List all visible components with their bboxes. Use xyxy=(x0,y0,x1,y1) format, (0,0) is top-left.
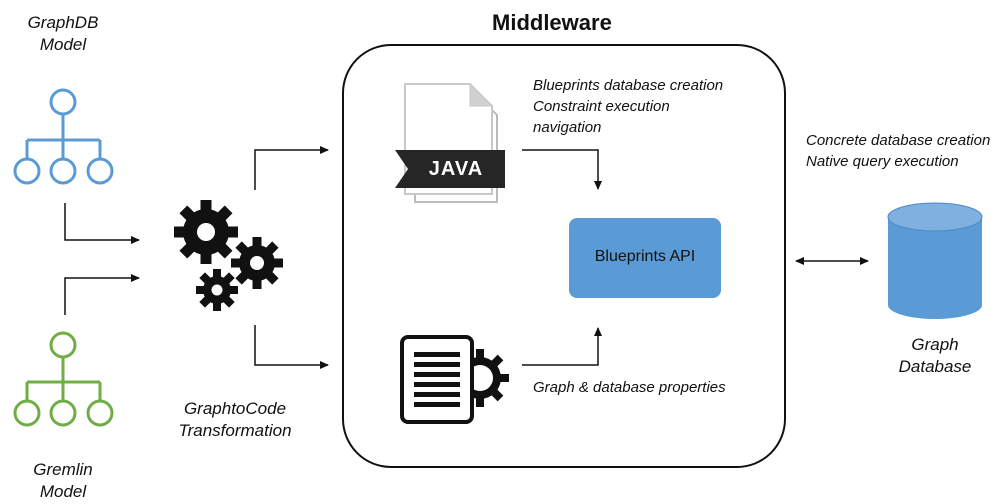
database-notes: Concrete database creation Native query … xyxy=(806,130,990,172)
middleware-box xyxy=(342,44,786,468)
transform-to-properties-arrow xyxy=(254,325,329,369)
blueprints-note-line1: Blueprints database creation xyxy=(533,77,724,94)
transform-to-java-arrow xyxy=(254,146,329,190)
database-cylinder-icon xyxy=(887,202,983,319)
gremlin-model-line2: Model xyxy=(39,482,87,501)
graphdb-model-line1: GraphDB xyxy=(27,13,99,32)
database-note-line2: Native query execution xyxy=(806,153,959,170)
graph-database-line1: Graph xyxy=(911,335,959,354)
blueprints-note-line2: Constraint execution xyxy=(533,98,670,115)
blueprints-api-box xyxy=(569,218,721,298)
java-file-icon xyxy=(395,82,505,203)
properties-note: Graph & database properties xyxy=(533,379,726,396)
graphdb-model-line2: Model xyxy=(39,35,87,54)
gremlin-tree-icon xyxy=(13,331,114,427)
properties-to-api-arrow xyxy=(522,327,602,366)
gears-icon xyxy=(174,200,283,311)
document-gear-icon xyxy=(400,335,509,424)
database-note-line1: Concrete database creation xyxy=(806,132,991,149)
transformation-line2: Transformation xyxy=(178,421,292,440)
blueprints-note-line3: navigation xyxy=(533,119,602,136)
graph-database-line2: Database xyxy=(898,357,972,376)
transformation-label: GraphtoCode Transformation xyxy=(160,398,310,442)
java-badge-text: JAVA xyxy=(428,158,484,180)
graphdb-to-transform-arrow xyxy=(64,203,140,244)
gremlin-model-label: Gremlin Model xyxy=(13,459,113,503)
blueprints-notes: Blueprints database creation Constraint … xyxy=(533,75,723,138)
transformation-line1: GraphtoCode xyxy=(183,399,287,418)
graph-database-label: Graph Database xyxy=(885,334,985,378)
gremlin-to-transform-arrow xyxy=(64,274,140,315)
blueprints-api-label: Blueprints API xyxy=(594,248,696,265)
java-to-api-arrow xyxy=(522,149,602,190)
middleware-title: Middleware xyxy=(492,10,612,35)
graphdb-tree-icon xyxy=(13,88,114,185)
gremlin-model-line1: Gremlin xyxy=(33,460,93,479)
graphdb-model-label: GraphDB Model xyxy=(13,12,113,56)
